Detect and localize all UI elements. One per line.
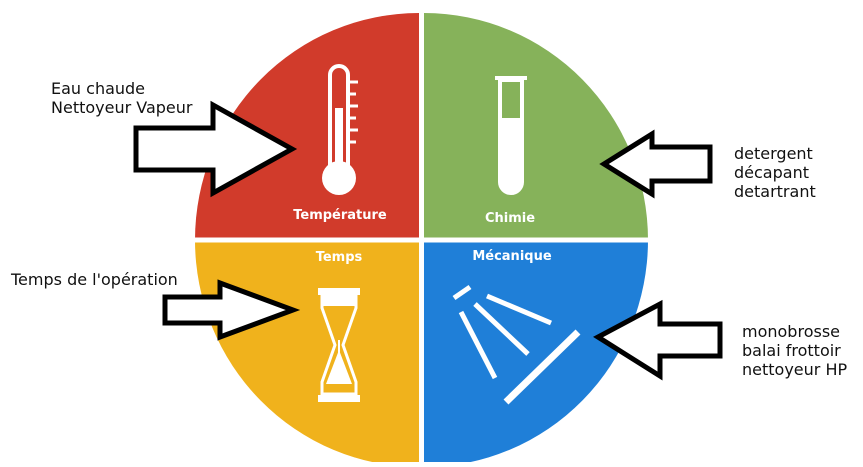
annotation-mechanical: monobrosse balai frottoir nettoyeur HP: [742, 322, 847, 379]
thermometer-icon: [322, 64, 358, 195]
quadrant-title-mechanical: Mécanique: [472, 249, 552, 264]
quadrant-mechanical: [424, 240, 648, 467]
annotation-line: detergent: [734, 144, 813, 163]
quadrant-title-chemistry: Chimie: [485, 211, 535, 226]
hourglass-icon: [318, 288, 360, 402]
annotation-line: Eau chaude: [51, 79, 146, 98]
annotation-time: Temps de l'opération: [11, 270, 178, 289]
quadrant-time: [195, 240, 419, 467]
annotation-line: balai frottoir: [742, 341, 841, 360]
quadrant-title-temperature: Température: [293, 208, 387, 223]
arrow-mechanical: [593, 299, 723, 381]
annotation-line: nettoyeur HP: [742, 360, 848, 379]
annotation-line: Temps de l'opération: [11, 270, 178, 289]
brush-bristles-icon: [452, 284, 581, 405]
annotation-line: monobrosse: [742, 322, 840, 341]
annotation-line: detartrant: [734, 182, 816, 201]
annotation-line: Nettoyeur Vapeur: [51, 98, 193, 117]
annotation-chemistry: detergent décapant detartrant: [734, 144, 816, 201]
annotation-temperature: Eau chaude Nettoyeur Vapeur: [51, 79, 193, 117]
test-tube-icon: [495, 76, 527, 195]
arrow-time: [162, 279, 301, 341]
annotation-line: décapant: [734, 163, 809, 182]
quadrant-temperature: [195, 13, 419, 240]
quadrant-title-time: Temps: [316, 250, 363, 265]
arrow-chemistry: [599, 129, 713, 199]
quadrant-chemistry: [424, 13, 648, 240]
arrow-temperature: [133, 100, 298, 198]
